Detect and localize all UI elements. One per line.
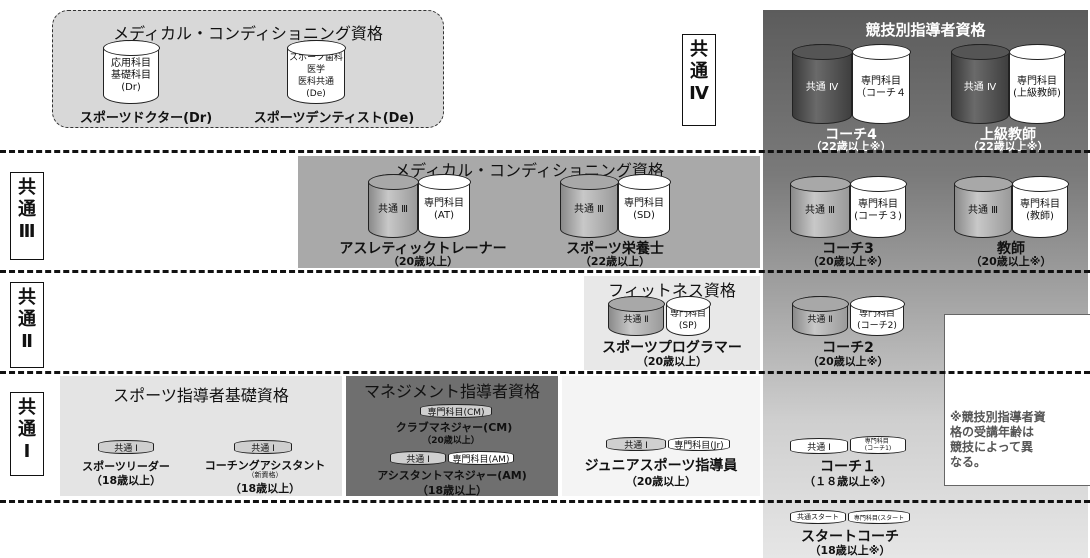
at-common-cylinder: 共通 Ⅲ — [367, 173, 419, 238]
cm-specialty-disk: 専門科目(CM) — [420, 404, 492, 418]
start-common-disk: 共通スタート — [790, 510, 846, 524]
cm-age: （20歳以上） — [422, 436, 480, 446]
senior-age: （22歳以上※） — [967, 140, 1049, 153]
dr-label: スポーツドクター(Dr) — [79, 111, 213, 126]
tier-4-box: 共 通 Ⅳ — [682, 34, 716, 126]
teacher-name: 教師 — [997, 241, 1025, 257]
at-name: アスレティックトレーナー — [339, 241, 507, 257]
tier-divider-1 — [0, 150, 1090, 153]
junior-common-disk: 共通 Ⅰ — [606, 437, 666, 451]
tier-divider-3 — [0, 371, 1090, 374]
coach3-age: （20歳以上※） — [807, 255, 889, 268]
sd-specialty-cylinder: 専門科目 (SD) — [617, 173, 671, 238]
leader-age: （18歳以上） — [90, 474, 162, 487]
management-box — [346, 376, 558, 496]
coach2-specialty-cylinder: 専門科目 (コーチ2) — [849, 295, 905, 336]
teacher-common-cylinder: 共通 Ⅲ — [953, 175, 1013, 238]
am-specialty-disk: 専門科目(AM) — [448, 451, 514, 465]
tier-divider-4 — [0, 500, 1090, 503]
am-age: （18歳以上） — [416, 484, 488, 497]
top-medical-title: メディカル・コンディショニング資格 — [113, 24, 383, 43]
medical3-title: メディカル・コンディショニング資格 — [394, 161, 664, 180]
coach2-common-cylinder: 共通 Ⅱ — [791, 295, 849, 336]
senior-common-cylinder: 共通 Ⅳ — [950, 43, 1010, 124]
management-title: マネジメント指導者資格 — [363, 382, 540, 401]
fitness-common-cylinder: 共通 Ⅱ — [607, 295, 665, 336]
am-name: アシスタントマネジャー(AM) — [377, 469, 527, 482]
leader-common-disk: 共通 Ⅰ — [98, 440, 154, 454]
senior-name: 上級教師 — [980, 127, 1036, 143]
junior-age: （20歳以上） — [625, 475, 697, 488]
coach1-name: コーチ１ — [820, 459, 876, 475]
basic-title: スポーツ指導者基礎資格 — [113, 386, 289, 405]
assistant-new: （新資格） — [247, 471, 283, 479]
sd-name: スポーツ栄養士 — [566, 241, 664, 257]
competition-title: 競技別指導者資格 — [865, 21, 986, 39]
junior-box — [562, 376, 760, 496]
junior-specialty-disk: 専門科目(Jr) — [668, 437, 730, 451]
fitness-specialty-cylinder: 専門科目 (SP) — [665, 295, 711, 336]
coach2-age: （20歳以上※） — [807, 355, 889, 368]
tier-2-box: 共 通 Ⅱ — [10, 282, 44, 368]
basic-box — [60, 376, 342, 496]
at-specialty-cylinder: 専門科目 (AT) — [417, 173, 471, 238]
age-note: ※競技別指導者資 格の受講年齢は 競技によって異 なる。 — [950, 410, 1046, 469]
cm-name: クラブマネジャー(CM) — [395, 421, 513, 434]
dr-cylinder: 応用科目 基礎科目 (Dr) — [102, 39, 160, 104]
assistant-common-disk: 共通 Ⅰ — [234, 440, 292, 454]
sd-age: （22歳以上） — [579, 255, 651, 268]
start-specialty-disk: 専門科目(スタート — [848, 510, 910, 524]
coach4-specialty-cylinder: 専門科目 （コーチ４ — [851, 43, 911, 124]
coach2-name: コーチ2 — [822, 340, 874, 356]
de-cylinder: スポーツ歯科医学 医科共通 (De) — [286, 39, 346, 104]
leader-name: スポーツリーダー — [82, 460, 170, 473]
start-name: スタートコーチ — [801, 529, 899, 545]
sd-common-cylinder: 共通 Ⅲ — [559, 173, 619, 238]
assistant-age: （18歳以上） — [229, 482, 301, 495]
coach3-common-cylinder: 共通 Ⅲ — [789, 175, 851, 238]
coach1-common-disk: 共通 Ⅰ — [790, 438, 848, 454]
coach4-age: （22歳以上※） — [810, 140, 892, 153]
junior-name: ジュニアスポーツ指導員 — [584, 458, 738, 474]
tier-3-box: 共 通 Ⅲ — [10, 172, 44, 260]
note-panel — [944, 314, 1090, 486]
coach4-name: コーチ4 — [825, 127, 877, 143]
tier-divider-2 — [0, 270, 1090, 273]
coach3-name: コーチ3 — [822, 241, 874, 257]
fitness-name: スポーツプログラマー — [602, 340, 742, 356]
coach1-specialty-disk: 専門科目 (コーチ1) — [850, 436, 906, 454]
teacher-specialty-cylinder: 専門科目 (教師) — [1011, 175, 1069, 238]
teacher-age: （20歳以上※） — [970, 255, 1052, 268]
senior-specialty-cylinder: 専門科目 (上級教師) — [1008, 43, 1066, 124]
am-common-disk: 共通 Ⅰ — [390, 451, 446, 465]
start-age: （18歳以上※） — [809, 544, 891, 557]
fitness-age: （20歳以上） — [636, 355, 708, 368]
top-medical-box — [52, 10, 444, 128]
coach4-common-cylinder: 共通 Ⅳ — [791, 43, 853, 124]
assistant-name: コーチングアシスタント — [204, 459, 326, 472]
coach1-age: （１８歳以上※） — [804, 475, 892, 488]
at-age: （20歳以上） — [387, 255, 459, 268]
coach3-specialty-cylinder: 専門科目 (コーチ３) — [849, 175, 907, 238]
tier-1-box: 共 通 Ⅰ — [10, 392, 44, 476]
de-label: スポーツデンティスト(De) — [253, 111, 415, 126]
